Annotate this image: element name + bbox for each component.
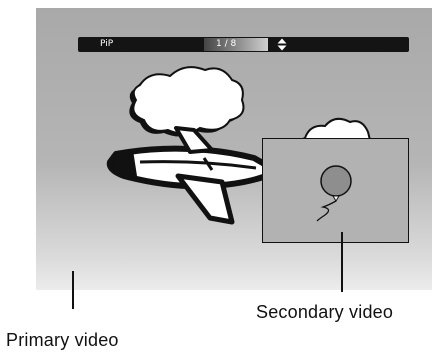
osd-value-field[interactable]: 1 / 8	[204, 38, 268, 51]
secondary-video-caption: Secondary video	[256, 302, 393, 323]
cloud	[133, 67, 243, 133]
secondary-video-window	[262, 138, 409, 243]
secondary-video-leader-line	[341, 232, 343, 292]
balloon	[321, 166, 351, 196]
osd-value: 1 / 8	[216, 38, 236, 51]
pip-osd-bar: PiP 1 / 8	[78, 37, 409, 52]
airplane	[110, 128, 268, 222]
balloon-knot	[333, 196, 339, 201]
secondary-video-artwork	[263, 139, 410, 244]
balloon-string	[317, 201, 336, 221]
primary-video-caption: Primary video	[6, 330, 119, 351]
osd-label: PiP	[100, 37, 113, 52]
primary-video-leader-line	[72, 271, 74, 309]
cloud-small	[300, 119, 370, 140]
up-down-arrows-icon[interactable]	[277, 38, 287, 51]
